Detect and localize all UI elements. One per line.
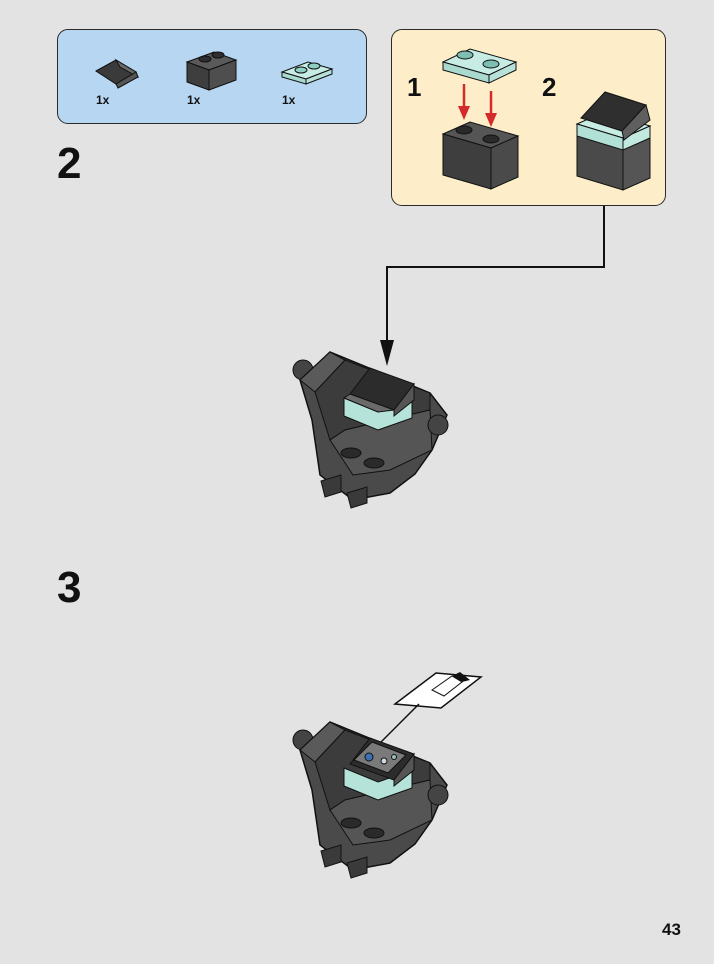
slope-brick-icon xyxy=(95,58,139,89)
part-quantity: 1x xyxy=(96,93,110,107)
step-number: 2 xyxy=(57,139,82,188)
assembly-arrow-icon xyxy=(380,340,394,366)
red-arrow-icon xyxy=(458,84,497,127)
assembly-connector-line xyxy=(386,206,605,345)
combined-brick-icon xyxy=(575,91,652,191)
sub-step-number: 1 xyxy=(407,72,422,102)
dark-gray-brick-icon xyxy=(185,51,238,91)
dark-gray-brick-icon xyxy=(441,121,520,190)
cockpit-model-icon xyxy=(292,351,449,509)
part-quantity: 1x xyxy=(187,93,201,107)
part-quantity: 1x xyxy=(282,93,296,107)
page-number: 43 xyxy=(662,920,681,939)
sticker-callout-icon xyxy=(377,672,483,746)
cockpit-model-icon xyxy=(292,721,449,879)
step-number: 3 xyxy=(57,563,82,612)
trans-plate-icon xyxy=(280,61,334,85)
trans-plate-icon xyxy=(441,48,518,84)
sub-step-number: 2 xyxy=(542,72,557,102)
